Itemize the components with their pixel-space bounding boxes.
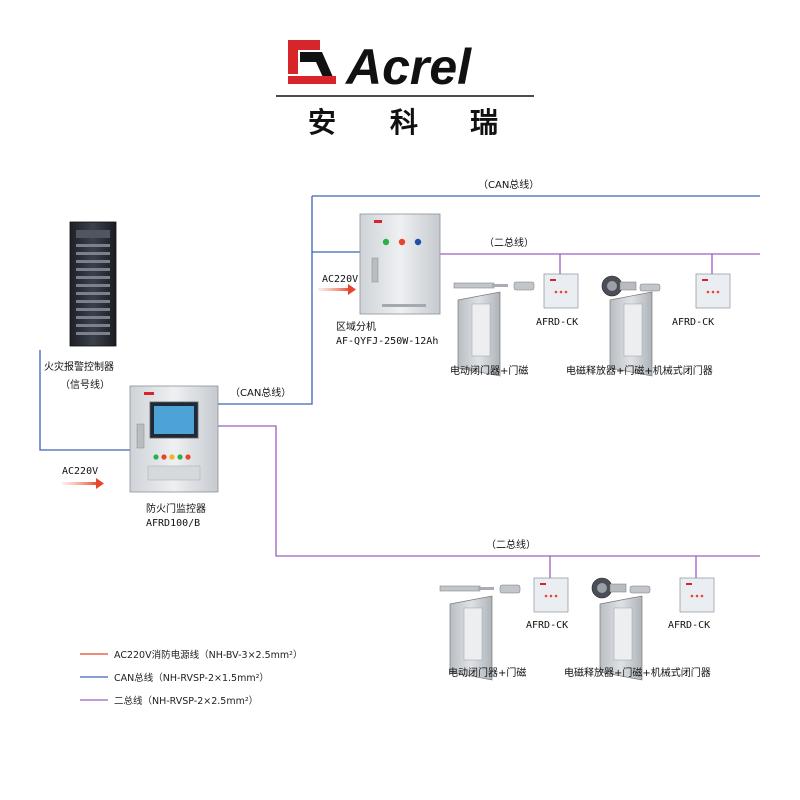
- fire-door-icon: [457, 291, 501, 377]
- electromagnetic-release-icon: [591, 577, 627, 599]
- electric-door-closer-icon: [453, 282, 508, 289]
- legend: AC220V消防电源线（NH-BV-3×2.5mm²） CAN总线（NH-RVS…: [80, 649, 302, 707]
- two-bus-lines: [218, 253, 760, 578]
- monitor-indicator-lights: [153, 454, 191, 460]
- door-magnet-icon: [639, 283, 661, 292]
- fire-door-monitor: 防火门监控器 AFRD100/B AC220V: [62, 385, 219, 529]
- signal-line: [39, 350, 130, 451]
- area-unit-model: AF-QYFJ-250W-12Ah: [336, 336, 438, 347]
- monitor-screen-display: [154, 406, 194, 434]
- brand-chinese-3: 瑞: [470, 106, 498, 139]
- monitor-power-label: AC220V: [62, 466, 98, 477]
- two-bus-lower-line: [218, 425, 760, 557]
- acrel-logo-mark: [288, 40, 336, 84]
- door-group-1-caption: 电动闭门器+门磁: [450, 364, 528, 377]
- monitor-model: AFRD100/B: [146, 518, 200, 529]
- controller-modules: [76, 244, 110, 335]
- door-group-1: AFRD-CK 电动闭门器+门磁: [450, 273, 579, 377]
- fire-alarm-controller: 火灾报警控制器 （信号线）: [44, 221, 117, 391]
- door-group-3-caption: 电动闭门器+门磁: [448, 666, 526, 679]
- legend-item-can: CAN总线（NH-RVSP-2×1.5mm²）: [80, 672, 269, 684]
- area-unit-power-arrow-head: [348, 284, 356, 295]
- electromagnetic-release-icon: [601, 275, 637, 297]
- legend-text-two-bus: 二总线（NH-RVSP-2×2.5mm²）: [114, 695, 258, 707]
- door-magnet-icon: [513, 281, 535, 291]
- door-group-2-caption: 电磁释放器+门磁+机械式闭门器: [566, 364, 713, 377]
- monitor-power-arrow-head: [96, 478, 104, 489]
- door-group-2-module-label: AFRD-CK: [672, 317, 714, 328]
- two-bus-upper-label: （二总线）: [484, 236, 534, 249]
- door-group-3-module-label: AFRD-CK: [526, 620, 568, 631]
- electric-door-closer-icon: [439, 585, 494, 592]
- fire-door-icon: [599, 595, 643, 681]
- fire-alarm-controller-label: 火灾报警控制器: [44, 360, 114, 373]
- brand-name: Acrel: [344, 39, 472, 95]
- door-magnet-icon: [629, 585, 651, 594]
- can-bus-mid-label: （CAN总线）: [230, 386, 291, 399]
- area-unit-indicator-lights: [382, 238, 422, 246]
- can-bus-trunk-line: [218, 196, 313, 405]
- area-unit-power-label: AC220V: [322, 274, 358, 285]
- acrel-logo: Acrel 安 科 瑞: [276, 39, 534, 139]
- door-group-2: AFRD-CK 电磁释放器+门磁+机械式闭门器: [566, 273, 731, 377]
- monitor-vent: [147, 465, 201, 481]
- afrd-ck-module-icon: [695, 273, 731, 309]
- can-bus-lines: [39, 195, 760, 451]
- fire-door-icon: [609, 291, 653, 377]
- area-unit-handle: [371, 257, 379, 283]
- monitor-power-arrow-shaft: [62, 482, 98, 485]
- monitor-handle: [136, 423, 145, 449]
- two-bus-lower-label: （二总线）: [486, 538, 536, 551]
- door-group-4-module-label: AFRD-CK: [668, 620, 710, 631]
- can-bus-top-label: （CAN总线）: [478, 178, 539, 191]
- area-unit-nameplate: [382, 304, 426, 307]
- monitor-label: 防火门监控器: [146, 502, 206, 515]
- legend-text-ac220v: AC220V消防电源线（NH-BV-3×2.5mm²）: [114, 649, 302, 661]
- afrd-ck-module-icon: [543, 273, 579, 309]
- fire-door-icon: [449, 595, 493, 681]
- area-unit: 区域分机 AF-QYFJ-250W-12Ah AC220V: [318, 213, 441, 347]
- afrd-ck-module-icon: [533, 577, 569, 613]
- legend-text-can: CAN总线（NH-RVSP-2×1.5mm²）: [114, 672, 269, 684]
- area-unit-label: 区域分机: [336, 320, 376, 333]
- legend-item-two-bus: 二总线（NH-RVSP-2×2.5mm²）: [80, 695, 258, 707]
- legend-item-ac220v: AC220V消防电源线（NH-BV-3×2.5mm²）: [80, 649, 302, 661]
- door-magnet-icon: [499, 584, 521, 594]
- fire-alarm-controller-sub-label: （信号线）: [60, 378, 110, 391]
- monitor-logo-mark: [144, 392, 154, 395]
- door-group-4-caption: 电磁释放器+门磁+机械式闭门器: [564, 666, 711, 679]
- door-group-4: AFRD-CK 电磁释放器+门磁+机械式闭门器: [564, 577, 715, 681]
- brand-chinese-2: 科: [390, 106, 418, 139]
- afrd-ck-module-icon: [679, 577, 715, 613]
- area-unit-logo-mark: [374, 220, 382, 223]
- brand-chinese-1: 安: [308, 106, 336, 139]
- area-unit-power-arrow-shaft: [318, 288, 350, 291]
- controller-panel-top: [76, 230, 110, 238]
- door-group-3: AFRD-CK 电动闭门器+门磁: [439, 577, 569, 681]
- door-group-1-module-label: AFRD-CK: [536, 317, 578, 328]
